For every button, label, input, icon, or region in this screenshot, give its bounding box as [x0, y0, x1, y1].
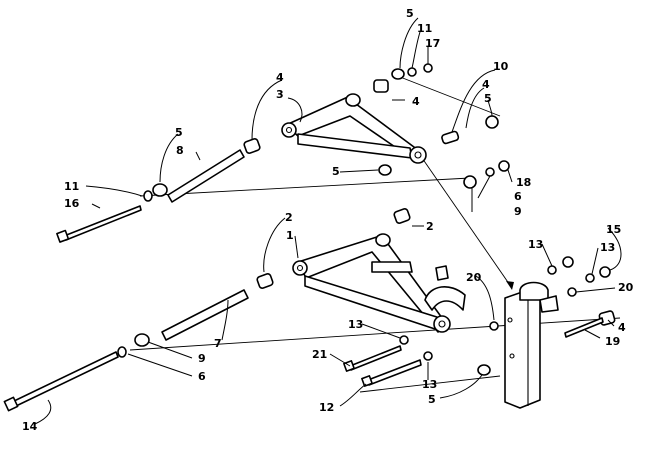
- callout-10: 10: [493, 60, 509, 73]
- callout-5-right: 5: [484, 92, 492, 105]
- washer-13-b: [585, 273, 595, 283]
- callout-6-left: 6: [198, 370, 206, 383]
- shaft-7: [161, 289, 249, 341]
- washer-20-right: [567, 287, 577, 297]
- callout-18: 18: [516, 176, 531, 189]
- shaft-8: [167, 149, 245, 203]
- spindle: [504, 281, 559, 409]
- small-hardware: [117, 63, 611, 376]
- nut-5-bottom: [477, 364, 491, 376]
- bushing-10: [441, 130, 460, 145]
- bushing-4-top: [373, 79, 389, 93]
- upper-a-arm: [281, 93, 427, 164]
- callout-20-right: 20: [618, 281, 634, 294]
- washer-13-c: [399, 335, 409, 345]
- callout-12: 12: [319, 401, 334, 414]
- nut-15-lower: [599, 266, 611, 278]
- washer-6-left: [117, 346, 127, 358]
- callout-5-bottom: 5: [428, 393, 436, 406]
- callout-4-right: 4: [482, 78, 490, 91]
- bushing-2-lower: [256, 273, 274, 289]
- bushing-9-left: [134, 333, 150, 347]
- nut-17: [423, 63, 433, 73]
- callout-8: 8: [176, 144, 184, 157]
- callout-5-top: 5: [406, 7, 414, 20]
- callout-6-right: 6: [514, 190, 522, 203]
- callout-7: 7: [214, 337, 222, 350]
- callout-15: 15: [606, 223, 621, 236]
- callout-4-top-left: 4: [276, 71, 284, 84]
- nut-15-upper: [562, 256, 574, 268]
- washer-11-top: [407, 67, 417, 77]
- callout-labels: 5 11 17 10 4 4 3 5 4 5 8 5 18 11 6 16 9 …: [22, 7, 634, 433]
- callout-3: 3: [276, 88, 284, 101]
- leader-lines: [34, 17, 622, 425]
- sleeves: [161, 79, 616, 341]
- lower-a-arm: [292, 233, 466, 333]
- callout-1: 1: [286, 229, 294, 242]
- nut-5-center: [378, 164, 392, 176]
- washer-13-a: [547, 265, 557, 275]
- callout-16: 16: [64, 197, 80, 210]
- bolt-14: [11, 351, 119, 408]
- callout-4-bottom: 4: [618, 321, 626, 334]
- bolts: [3, 205, 604, 412]
- callout-9-left: 9: [198, 352, 206, 365]
- bushing-9-right: [463, 175, 477, 189]
- bushing-2-right: [393, 208, 411, 224]
- callout-17: 17: [425, 37, 440, 50]
- callout-14: 14: [22, 420, 38, 433]
- callout-9-right: 9: [514, 205, 522, 218]
- callout-13-b: 13: [600, 241, 615, 254]
- callout-19: 19: [605, 335, 620, 348]
- bolt-16: [63, 205, 142, 241]
- nut-5-top: [391, 68, 405, 80]
- callout-11-left: 11: [64, 180, 79, 193]
- callout-5-left: 5: [175, 126, 183, 139]
- callout-2-left: 2: [285, 211, 293, 224]
- washer-6-right: [485, 167, 495, 177]
- callout-20-left: 20: [466, 271, 482, 284]
- callout-13-a: 13: [528, 238, 543, 251]
- bushing-5-left: [152, 183, 168, 197]
- bushing-5-right: [485, 115, 499, 129]
- callout-13-c: 13: [348, 318, 363, 331]
- pivot-guide-arrow: [419, 154, 513, 289]
- callout-4-mid: 4: [412, 95, 420, 108]
- bolt-21: [349, 345, 402, 371]
- callout-5-center: 5: [332, 165, 340, 178]
- axis-lines: [129, 74, 621, 393]
- bushing-4-upper: [243, 138, 261, 154]
- washer-20-left: [489, 321, 499, 331]
- callout-21: 21: [312, 348, 327, 361]
- washer-13-d: [423, 351, 433, 361]
- bolt-12: [367, 359, 422, 386]
- callout-13-d: 13: [422, 378, 437, 391]
- callout-11-top: 11: [417, 22, 432, 35]
- bolt-19: [564, 317, 604, 338]
- washer-11-left: [143, 190, 153, 202]
- callout-2-right: 2: [426, 220, 434, 233]
- nut-18: [498, 160, 510, 172]
